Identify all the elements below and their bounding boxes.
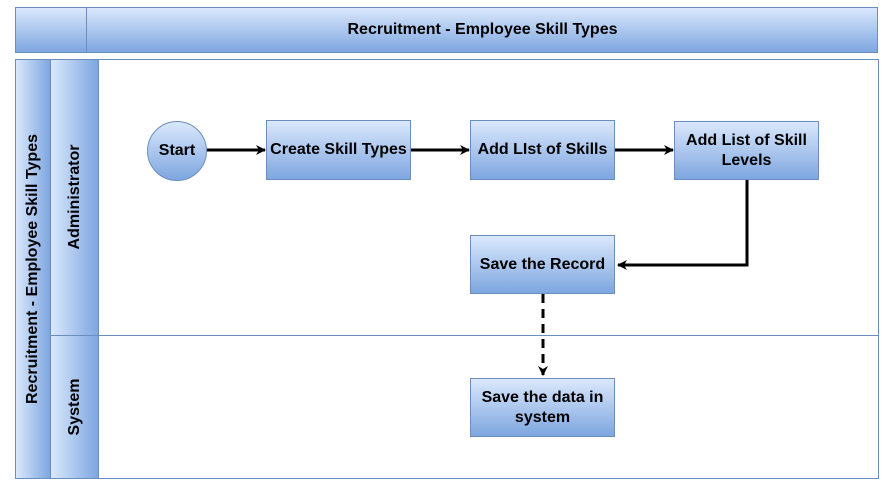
lane-divider xyxy=(50,335,879,336)
header-title: Recruitment - Employee Skill Types xyxy=(347,21,618,38)
lane-administrator-label: Administrator xyxy=(66,144,83,250)
lane-administrator-header xyxy=(50,59,99,336)
lane-system-label: System xyxy=(66,378,83,436)
header-divider xyxy=(86,7,87,53)
save-the-record-node: Save the Record xyxy=(470,235,615,294)
save-data-in-system-node: Save the data in system xyxy=(470,378,615,437)
add-list-of-skills-node: Add LIst of Skills xyxy=(470,120,615,180)
header-bar xyxy=(15,7,878,53)
add-list-of-skill-levels-node: Add List of Skill Levels xyxy=(674,121,819,180)
pool-label: Recruitment - Employee Skill Types xyxy=(24,133,41,405)
lane-system-header xyxy=(50,335,99,479)
start-node: Start xyxy=(147,121,207,181)
create-skill-types-node: Create Skill Types xyxy=(266,120,411,180)
